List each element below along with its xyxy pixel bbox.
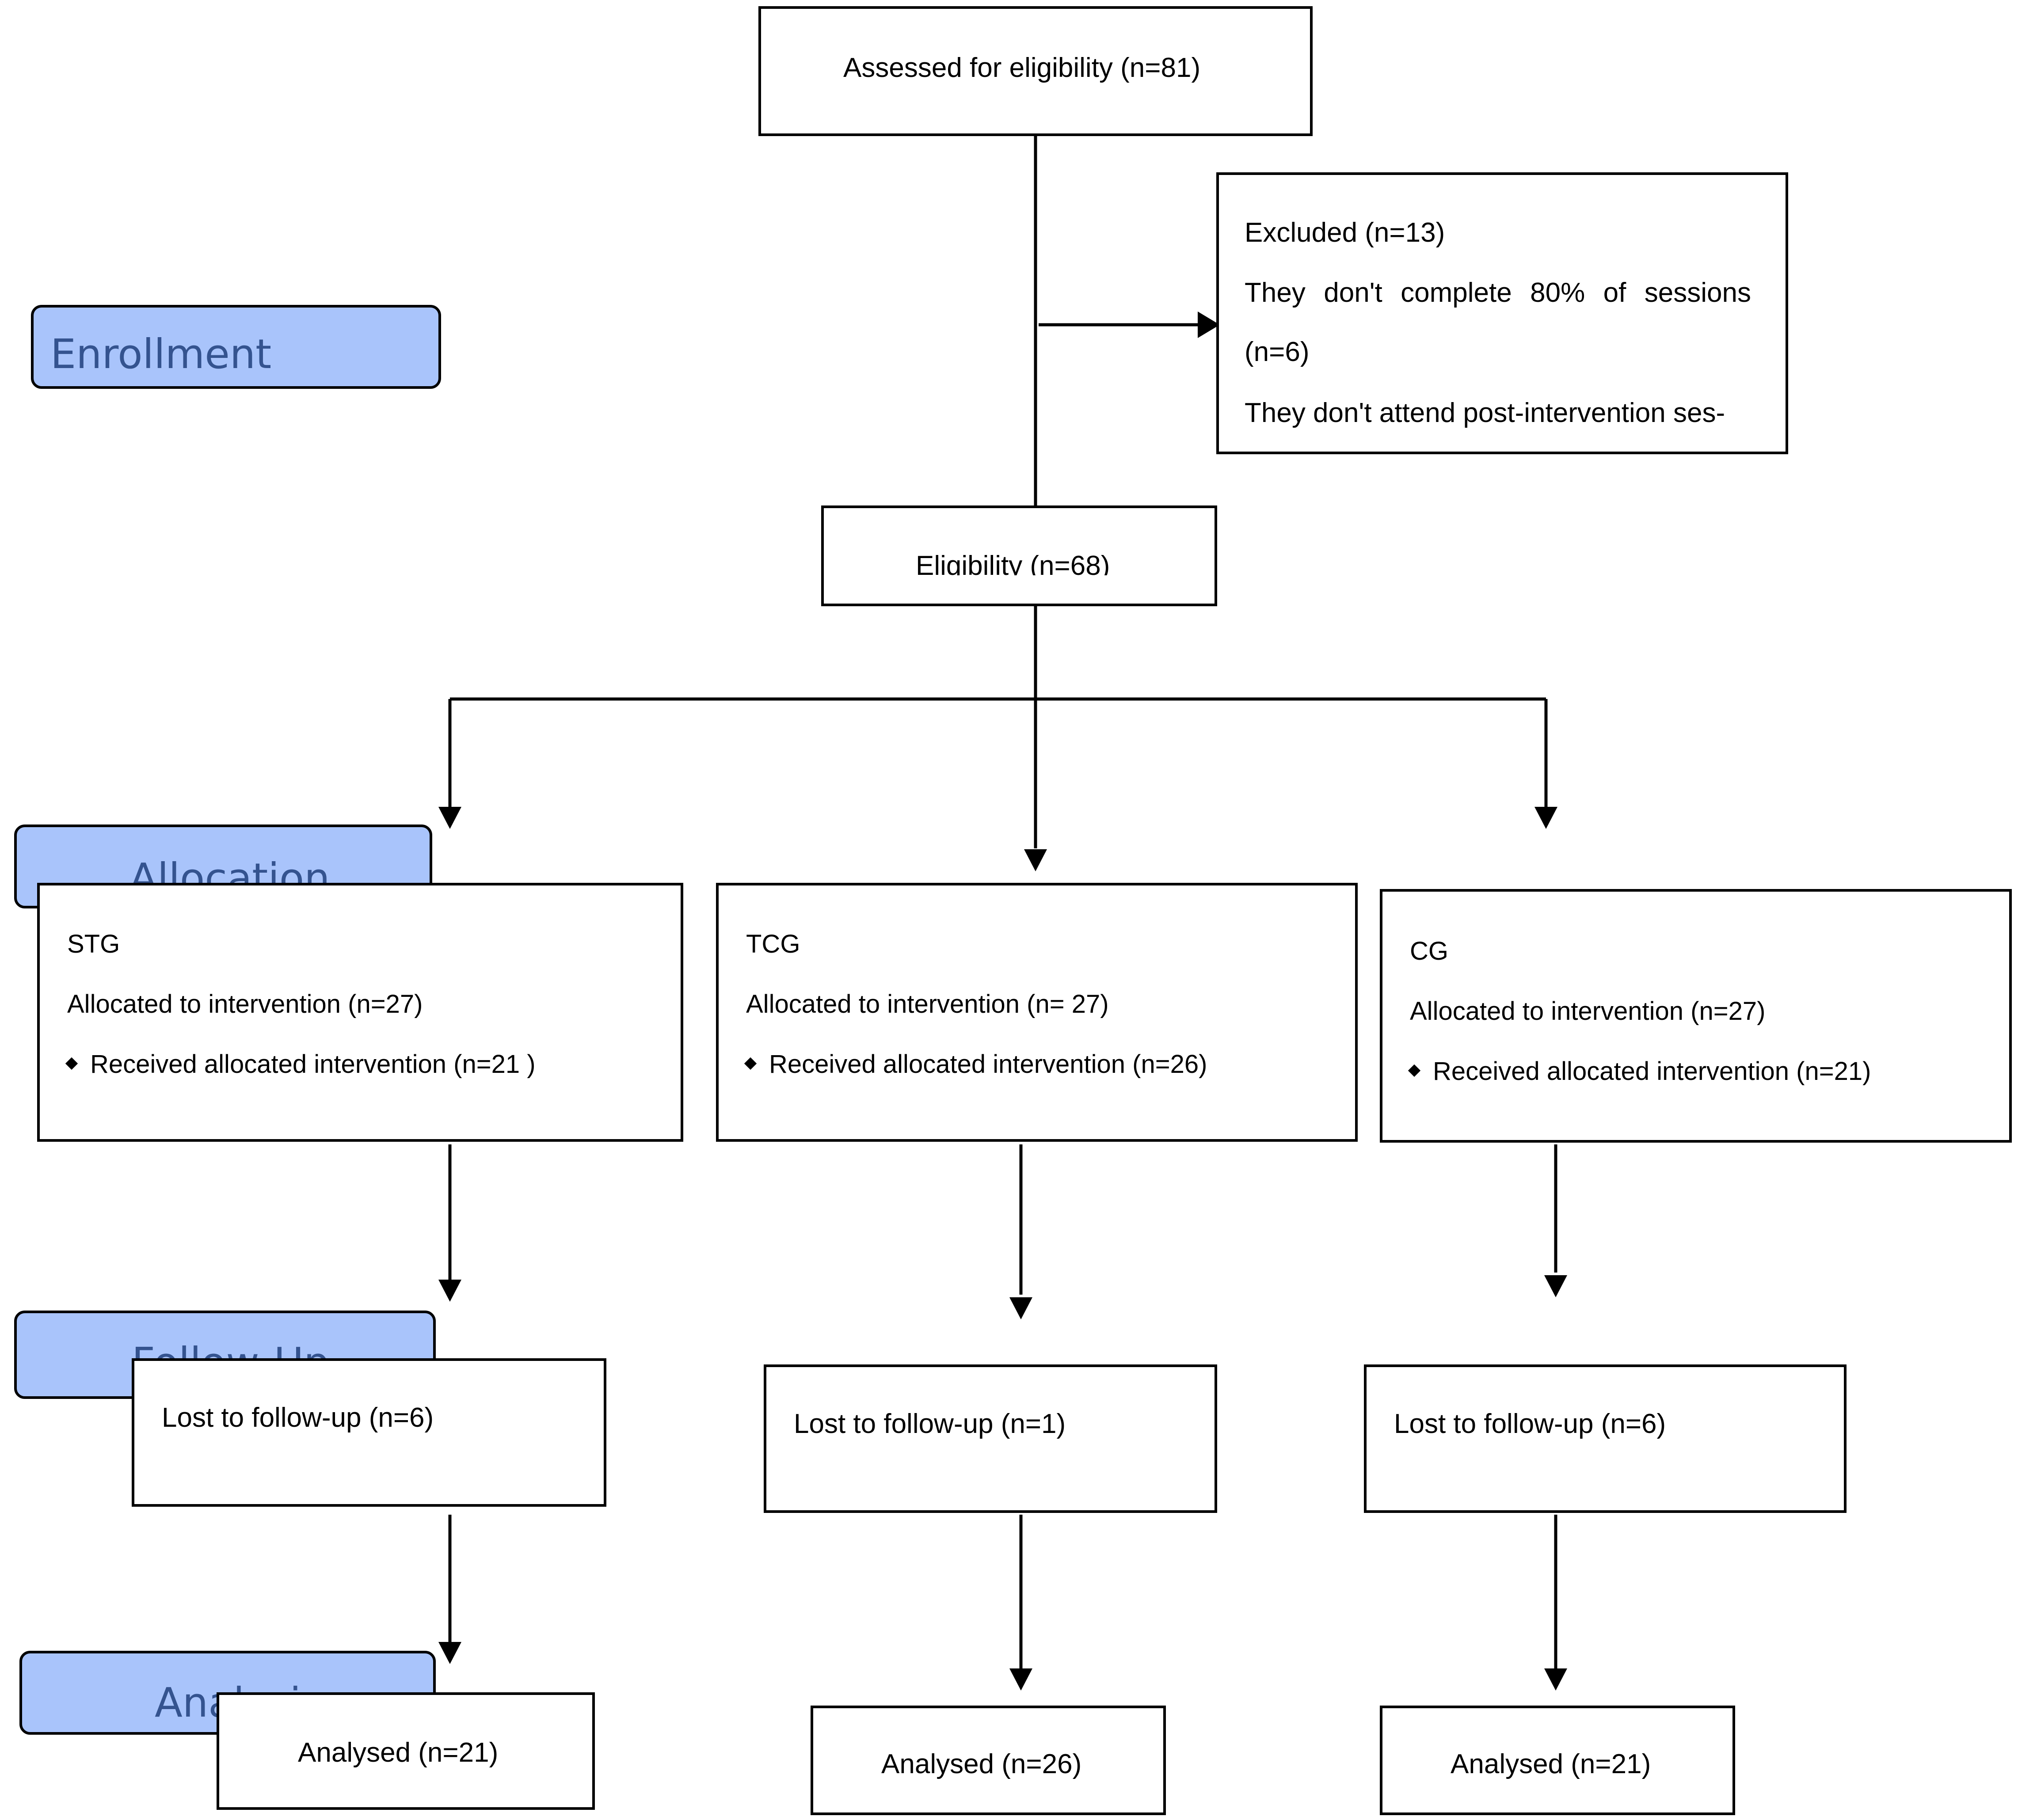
group-stg-lost-box: Lost to follow-up (n=6) xyxy=(132,1358,606,1507)
group-tcg-analysed-box: Analysed (n=26) xyxy=(811,1706,1166,1815)
arrowhead-tcg xyxy=(1024,849,1047,871)
arrowhead-tcg-analysed xyxy=(1009,1668,1032,1691)
group-cg-analysed: Analysed (n=21) xyxy=(1451,1749,1651,1779)
group-stg-lost: Lost to follow-up (n=6) xyxy=(162,1402,434,1433)
group-tcg-allocation-box: TCG Allocated to intervention (n= 27) Re… xyxy=(716,883,1358,1142)
group-cg-received: Received allocated intervention (n=21) xyxy=(1433,1057,1871,1086)
group-tcg-name: TCG xyxy=(746,930,800,958)
arrowhead-cg-lost xyxy=(1544,1275,1567,1297)
group-stg-received-row: Received allocated intervention (n=21 ) xyxy=(65,1050,536,1079)
group-stg-received: Received allocated intervention (n=21 ) xyxy=(90,1050,536,1079)
group-tcg-allocated: Allocated to intervention (n= 27) xyxy=(746,990,1109,1018)
assessed-box: Assessed for eligibility (n=81) xyxy=(758,6,1313,136)
eligibility-box: Eligibility (n=68) xyxy=(821,505,1217,606)
group-tcg-received: Received allocated intervention (n=26) xyxy=(769,1050,1207,1079)
group-stg-name: STG xyxy=(67,930,120,958)
excluded-reason-2: They don't attend post-intervention ses- xyxy=(1245,398,1725,428)
group-stg-allocated: Allocated to intervention (n=27) xyxy=(67,990,423,1018)
group-cg-lost-box: Lost to follow-up (n=6) xyxy=(1364,1364,1847,1513)
group-cg-received-row: Received allocated intervention (n=21) xyxy=(1408,1057,1871,1086)
arrowhead-cg-analysed xyxy=(1544,1668,1567,1691)
eligibility-text: Eligibility (n=68) xyxy=(916,552,1110,575)
group-tcg-lost: Lost to follow-up (n=1) xyxy=(794,1409,1066,1439)
excluded-reason-1-count: (n=6) xyxy=(1245,337,1310,367)
excluded-reason-1: They don't complete 80% of sessions xyxy=(1245,277,1751,308)
group-tcg-analysed: Analysed (n=26) xyxy=(881,1749,1082,1779)
group-cg-allocation-box: CG Allocated to intervention (n=27) Rece… xyxy=(1380,889,2012,1143)
group-cg-name: CG xyxy=(1410,937,1448,965)
group-cg-lost: Lost to follow-up (n=6) xyxy=(1394,1409,1666,1439)
excluded-box: Excluded (n=13) They don't complete 80% … xyxy=(1216,172,1788,454)
bullet-icon xyxy=(1408,1064,1421,1077)
stage-enrollment: Enrollment xyxy=(31,305,441,389)
arrowhead-stg xyxy=(438,807,461,829)
assessed-text: Assessed for eligibility (n=81) xyxy=(843,53,1201,83)
group-tcg-lost-box: Lost to follow-up (n=1) xyxy=(764,1364,1217,1513)
group-stg-allocation-box: STG Allocated to intervention (n=27) Rec… xyxy=(37,883,683,1142)
bullet-icon xyxy=(65,1057,78,1070)
stage-enrollment-label: Enrollment xyxy=(50,331,272,378)
group-stg-analysed-box: Analysed (n=21) xyxy=(217,1692,595,1810)
excluded-title: Excluded (n=13) xyxy=(1245,217,1445,248)
group-cg-analysed-box: Analysed (n=21) xyxy=(1380,1706,1735,1815)
group-tcg-received-row: Received allocated intervention (n=26) xyxy=(744,1050,1207,1079)
group-stg-analysed: Analysed (n=21) xyxy=(298,1737,499,1768)
bullet-icon xyxy=(744,1057,757,1070)
arrowhead-cg xyxy=(1534,807,1557,829)
arrowhead-stg-analysed xyxy=(438,1642,461,1664)
arrowhead-tcg-lost xyxy=(1009,1297,1032,1319)
arrowhead-stg-lost xyxy=(438,1280,461,1302)
group-cg-allocated: Allocated to intervention (n=27) xyxy=(1410,997,1766,1026)
arrowhead-excluded xyxy=(1198,312,1220,338)
